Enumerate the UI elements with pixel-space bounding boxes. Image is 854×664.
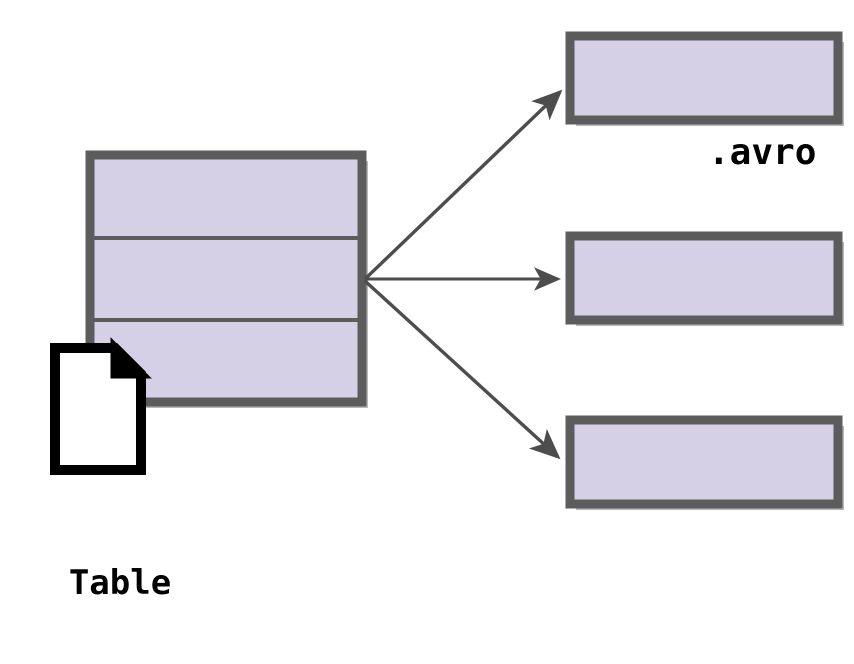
arrow-group — [363, 89, 563, 460]
table-format-box-body — [85, 150, 367, 407]
data-file-box-top-body — [565, 31, 843, 125]
data-file-box-middle[interactable] — [565, 231, 843, 325]
arrow-to-top-file — [363, 89, 563, 281]
document-icon[interactable] — [50, 337, 152, 475]
arrow-to-bottom-file — [363, 279, 561, 460]
data-file-box-middle-body — [565, 231, 843, 325]
table-format-caption-line-1: Table — [68, 563, 172, 603]
data-file-box-bottom[interactable] — [565, 415, 843, 509]
data-file-box-top[interactable] — [565, 31, 843, 125]
avro-extension-label: .avro — [708, 132, 817, 173]
data-file-box-bottom-body — [565, 415, 843, 509]
table-format-caption: Table Format (metadata) — [0, 498, 240, 664]
table-format-box[interactable] — [85, 150, 367, 407]
document-icon-fold — [110, 337, 152, 379]
